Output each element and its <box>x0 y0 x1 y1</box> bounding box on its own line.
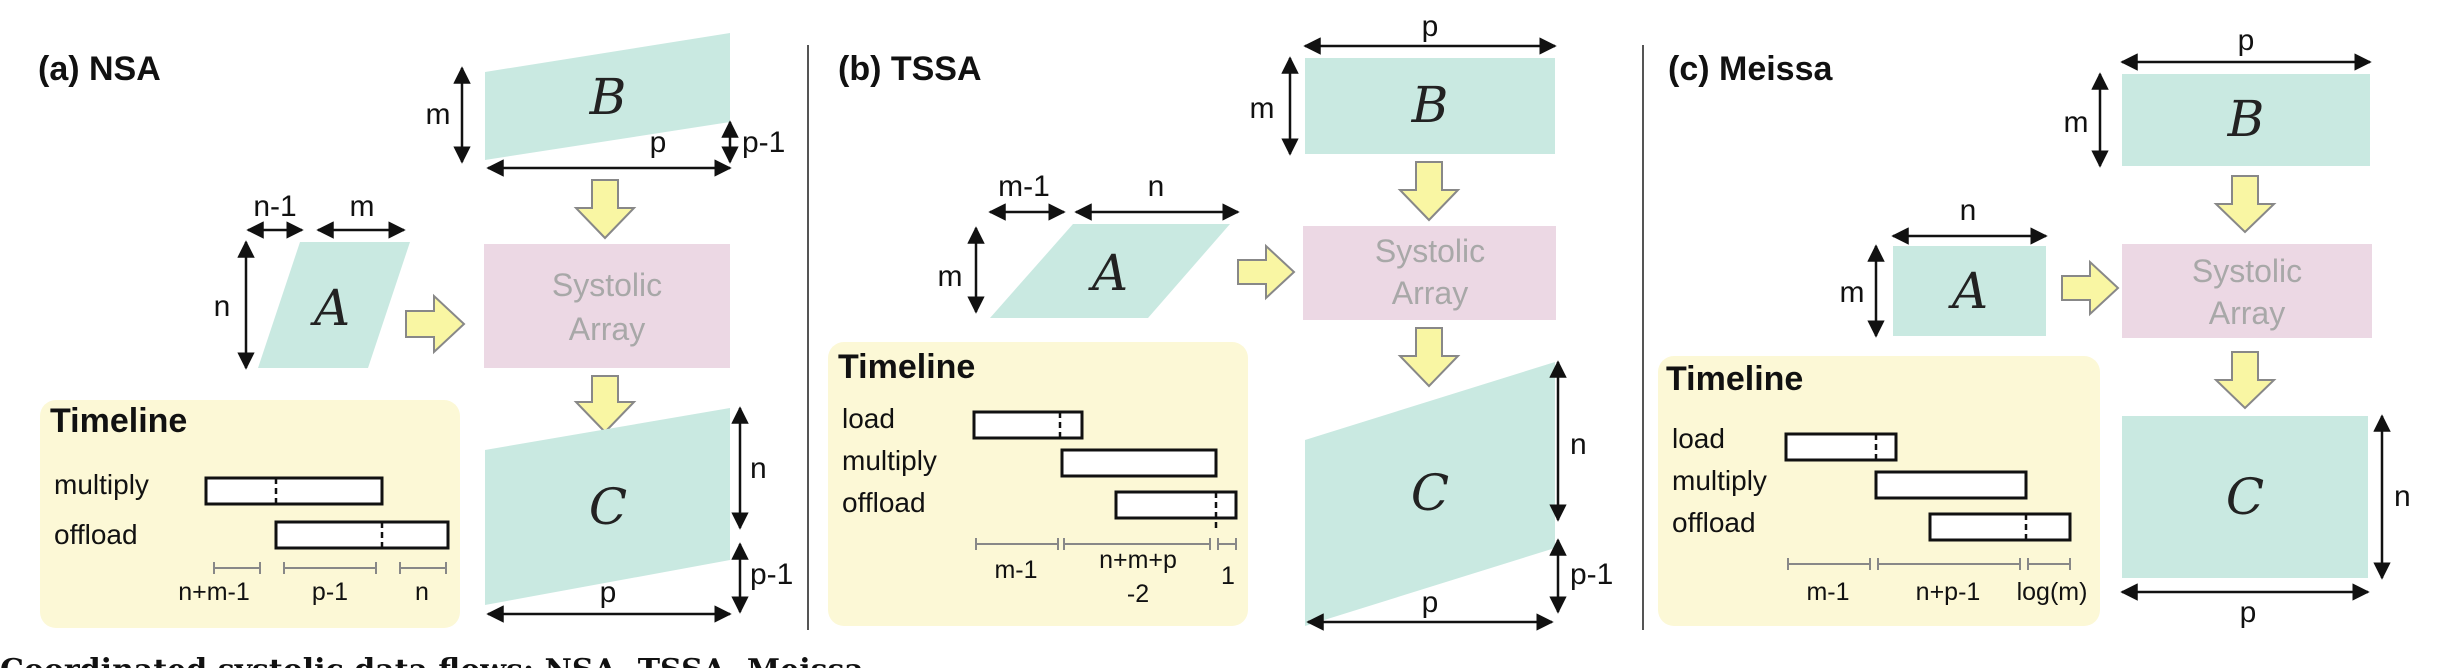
figure-caption: Coordinated systolic data flows: NSA, TS… <box>0 653 864 668</box>
matrix-b-label: B <box>589 68 627 126</box>
dim-label: p <box>2240 596 2257 629</box>
systolic-array <box>1303 226 1556 320</box>
matrix-c-label: C <box>2226 468 2264 526</box>
timeline-tick-label: n+p-1 <box>1916 578 1981 606</box>
panel-meissa: (c) Meissa p B m Systolic Array n A m C … <box>1658 24 2411 629</box>
timeline-bar <box>1928 512 2072 542</box>
systolic-array <box>2122 244 2372 338</box>
dim-label: p <box>600 576 617 609</box>
dim-label: n <box>2394 480 2411 513</box>
matrix-b <box>1305 58 1555 154</box>
matrix-a-label: A <box>310 279 350 337</box>
dim-label: m <box>2064 106 2089 139</box>
panel-tssa: (b) TSSA p B m Systolic Array m-1 n A m … <box>828 10 1613 631</box>
panel-title: (a) NSA <box>38 50 161 88</box>
timeline-tick-label: -2 <box>1127 580 1149 608</box>
matrix-a <box>990 224 1230 318</box>
flow-arrow <box>1397 327 1461 388</box>
dim-label: p <box>2238 24 2255 57</box>
systolic-label: Array <box>1392 275 1468 311</box>
matrix-a <box>1893 246 2046 336</box>
flow-arrow <box>1237 243 1296 301</box>
dim-label: p-1 <box>750 558 793 591</box>
timeline-tick-label: log(m) <box>2017 578 2088 606</box>
timeline-tick-label: n <box>415 578 429 606</box>
matrix-c-label: C <box>589 478 627 536</box>
dim-label: n <box>214 290 231 323</box>
matrix-a-label: A <box>1088 244 1128 302</box>
flow-arrow <box>1397 161 1461 222</box>
timeline-tick-label: n+m+p <box>1099 546 1177 574</box>
dim-label: p-1 <box>1570 558 1613 591</box>
timeline-row-label: multiply <box>842 445 937 476</box>
timeline-tick-label: m-1 <box>1806 578 1849 606</box>
timeline-bar <box>1114 490 1238 520</box>
flow-arrow <box>2213 351 2277 410</box>
timeline-box <box>828 342 1248 626</box>
dim-label: p-1 <box>742 126 785 159</box>
timeline-box <box>40 400 460 628</box>
dim-label: n <box>1570 428 1587 461</box>
dim-label: m <box>426 98 451 131</box>
matrix-c <box>1305 362 1555 626</box>
timeline-row-label: load <box>1672 423 1725 454</box>
timeline-tick-label: 1 <box>1221 562 1235 590</box>
dim-label: m <box>938 260 963 293</box>
timeline-bar <box>1784 432 1898 462</box>
panel-nsa: (a) NSA B m p p-1 Systolic Array A n-1 m… <box>38 33 793 628</box>
timeline-row-label: multiply <box>54 469 149 500</box>
matrix-a <box>258 242 410 368</box>
timeline-row-label: offload <box>842 487 926 518</box>
timeline-title: Timeline <box>1666 360 1803 398</box>
matrix-c <box>2122 416 2368 578</box>
systolic-label: Systolic <box>1375 233 1485 269</box>
timeline-row-label: offload <box>1672 507 1756 538</box>
dim-label: n <box>1148 170 1165 203</box>
timeline-bar <box>1060 448 1218 478</box>
timeline-title: Timeline <box>50 402 187 440</box>
dim-label: m <box>1840 276 1865 309</box>
timeline-bar <box>274 520 450 550</box>
matrix-c <box>485 408 730 605</box>
timeline-row-label: load <box>842 403 895 434</box>
matrix-a-label: A <box>1948 262 1988 320</box>
systolic-label: Systolic <box>552 267 662 303</box>
matrix-c-label: C <box>1411 464 1449 522</box>
systolic-label: Array <box>2209 295 2285 331</box>
timeline-tick-label: m-1 <box>994 556 1037 584</box>
dim-label: p <box>1422 10 1439 43</box>
flow-arrow <box>573 375 637 434</box>
flow-arrow <box>2213 175 2277 234</box>
timeline-bar <box>1874 470 2028 500</box>
timeline-tick-label: n+m-1 <box>178 578 250 606</box>
matrix-b-label: B <box>2227 90 2265 148</box>
timeline-bar <box>972 410 1084 440</box>
timeline-title: Timeline <box>838 348 975 386</box>
dim-label: p <box>1422 586 1439 619</box>
timeline-row-label: offload <box>54 519 138 550</box>
timeline-bar <box>204 476 384 506</box>
timeline-tick-label: p-1 <box>312 578 348 606</box>
flow-arrow <box>2061 259 2120 317</box>
dim-label: m <box>350 190 375 223</box>
flow-arrow <box>573 179 637 240</box>
matrix-b <box>2122 74 2370 166</box>
matrix-b-label: B <box>1411 76 1449 134</box>
dim-label: n-1 <box>253 190 296 223</box>
systolic-label: Systolic <box>2192 253 2302 289</box>
dim-label: p <box>650 126 667 159</box>
matrix-b <box>485 33 730 160</box>
flow-arrow <box>405 293 466 355</box>
dim-label: n <box>1960 194 1977 227</box>
dim-label: m <box>1250 92 1275 125</box>
timeline-row-label: multiply <box>1672 465 1767 496</box>
systolic-label: Array <box>569 311 645 347</box>
dim-label: m-1 <box>998 170 1050 203</box>
systolic-array <box>484 244 730 368</box>
panel-title: (b) TSSA <box>838 50 982 88</box>
panel-title: (c) Meissa <box>1668 50 1833 88</box>
dim-label: n <box>750 452 767 485</box>
